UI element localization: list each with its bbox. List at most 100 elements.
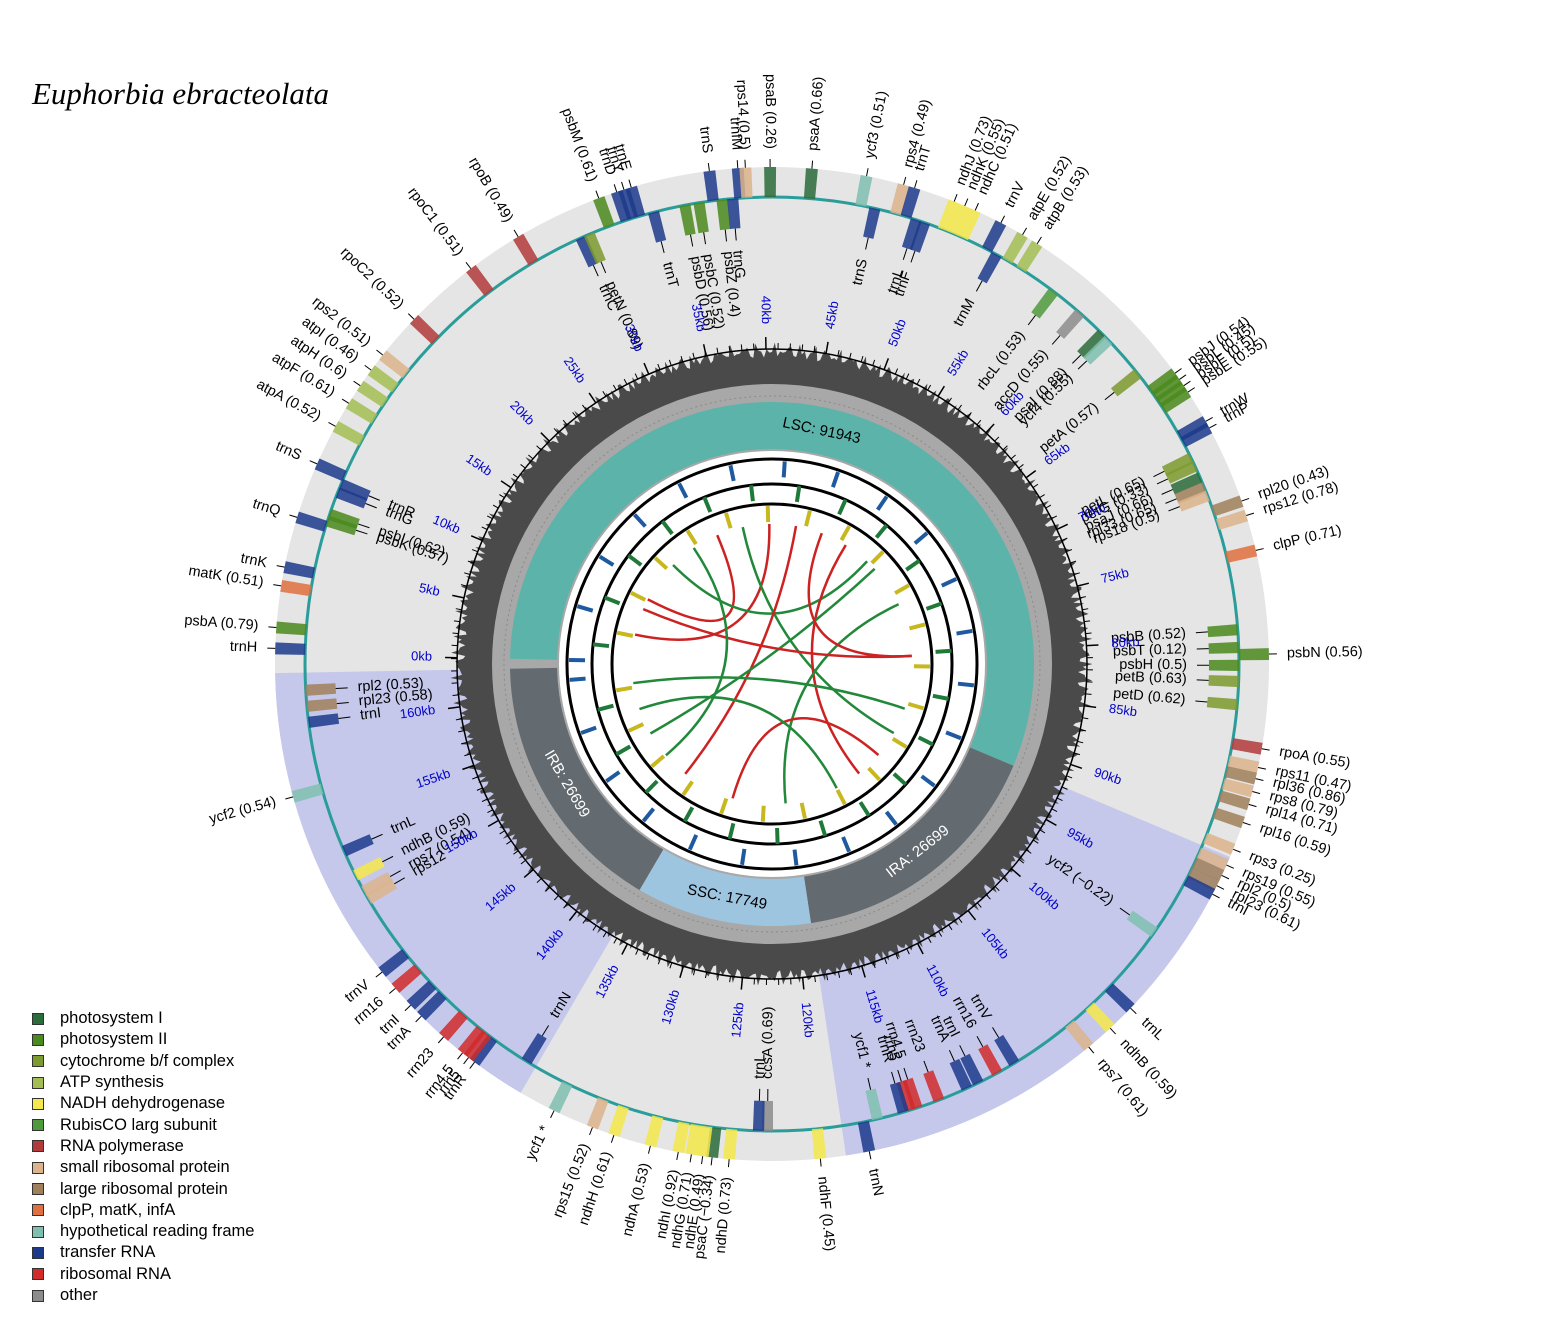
repeat-mark xyxy=(627,722,645,733)
tick-mark xyxy=(927,384,932,391)
gene-block xyxy=(457,1025,486,1057)
gene-block xyxy=(648,210,667,243)
tick-label: 125kb xyxy=(728,1002,746,1039)
tick-mark xyxy=(1082,608,1089,611)
gene-leader xyxy=(541,1025,550,1037)
gene-block xyxy=(1161,453,1194,477)
gene-block xyxy=(341,834,374,857)
gene-leader xyxy=(959,1045,966,1057)
legend-swatch xyxy=(32,1183,44,1196)
tick-mark xyxy=(994,436,1000,442)
tick-mark xyxy=(1039,829,1046,834)
gene-leader xyxy=(1195,700,1208,703)
legend-label: large ribosomal protein xyxy=(60,1179,228,1198)
gene-label: ndhD (0.73) xyxy=(713,1176,736,1254)
legend-item: NADH dehydrogenase xyxy=(32,1093,254,1114)
tick-mark xyxy=(462,764,475,771)
gene-leader xyxy=(964,198,969,207)
legend-label: RNA polymerase xyxy=(60,1136,184,1155)
gene-block xyxy=(356,380,389,408)
gene-block xyxy=(1227,755,1260,774)
gene-label: trnS xyxy=(696,126,715,154)
tick-mark xyxy=(967,412,972,418)
tick-mark xyxy=(669,962,673,969)
repeat-mark xyxy=(641,807,656,823)
gene-label: trnG xyxy=(729,250,747,279)
tick-mark xyxy=(476,787,483,791)
legend-label: clpP, matK, infA xyxy=(60,1200,176,1219)
tick-mark xyxy=(520,464,526,469)
legend-swatch xyxy=(32,1204,44,1217)
tick-mark xyxy=(1084,620,1091,623)
repeat-mark xyxy=(794,485,802,503)
gene-block xyxy=(803,168,818,199)
repeat-mark xyxy=(925,601,943,611)
tick-mark xyxy=(1045,818,1057,827)
gene-block xyxy=(1177,490,1210,512)
tick-mark xyxy=(568,910,578,922)
gene-leader xyxy=(621,181,625,190)
tick-mark xyxy=(985,894,991,900)
repeat-mark xyxy=(876,495,889,511)
legend-item: RNA polymerase xyxy=(32,1136,254,1157)
gene-block xyxy=(1180,422,1213,448)
gene-leader xyxy=(1248,803,1257,808)
repeat-mark xyxy=(687,834,699,851)
legend-swatch xyxy=(32,1055,44,1068)
repeat-mark xyxy=(870,550,885,565)
tick-mark xyxy=(523,868,534,878)
tick-label: 85kb xyxy=(1108,701,1138,720)
gene-leader xyxy=(811,160,814,169)
tick-mark xyxy=(486,515,493,520)
gene-block xyxy=(586,1097,609,1130)
gene-block xyxy=(1183,875,1216,900)
gene-block xyxy=(1206,696,1238,711)
repeat-mark xyxy=(940,577,958,588)
gene-block xyxy=(327,508,360,529)
repeat-mark xyxy=(839,525,852,542)
tick-mark xyxy=(500,480,512,489)
gene-leader xyxy=(1216,885,1225,890)
gene-leader xyxy=(1232,848,1241,853)
gene-block xyxy=(306,698,338,712)
gene-leader xyxy=(357,523,370,529)
gene-leader xyxy=(1051,335,1061,345)
gene-leader xyxy=(734,228,737,241)
gene-block xyxy=(283,561,316,579)
repeat-mark xyxy=(799,802,807,819)
tick-mark xyxy=(472,776,479,780)
gene-leader xyxy=(1246,512,1255,517)
repeat-link xyxy=(649,567,876,735)
repeat-mark xyxy=(830,471,840,488)
tick-mark xyxy=(849,969,853,976)
gene-leader xyxy=(415,1015,422,1023)
gene-leader xyxy=(1205,416,1213,422)
tick-mark xyxy=(1082,717,1089,720)
repeat-mark xyxy=(894,583,910,595)
tick-mark xyxy=(536,445,542,451)
legend-swatch xyxy=(32,1140,44,1153)
tick-mark xyxy=(455,608,462,611)
tick-mark xyxy=(470,535,483,542)
tick-mark xyxy=(563,903,568,909)
legend-label: transfer RNA xyxy=(60,1243,156,1262)
tick-mark xyxy=(938,931,943,937)
gene-block xyxy=(716,199,731,231)
gene-block xyxy=(335,487,368,509)
legend-swatch xyxy=(32,1076,44,1089)
tick-label: 160kb xyxy=(399,702,436,722)
gene-block xyxy=(1077,329,1107,359)
repeat-mark xyxy=(677,482,689,499)
gene-block xyxy=(391,964,422,993)
repeat-mark xyxy=(616,630,634,638)
repeat-mark xyxy=(727,822,736,840)
gene-block xyxy=(811,1128,827,1160)
tick-mark xyxy=(1061,537,1068,541)
gene-block xyxy=(1170,472,1203,495)
repeat-mark xyxy=(653,556,669,571)
tick-mark xyxy=(657,958,661,965)
repeat-mark xyxy=(580,725,597,735)
tick-mark xyxy=(1073,572,1080,575)
repeat-mark xyxy=(597,703,614,712)
